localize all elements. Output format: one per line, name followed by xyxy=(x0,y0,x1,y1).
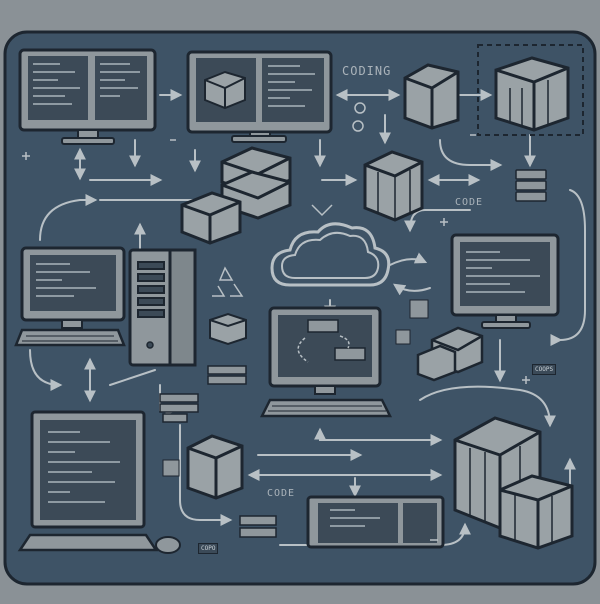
mouse-icon xyxy=(155,536,181,554)
qr-code-icon xyxy=(162,459,180,477)
desktop-monitor-icon xyxy=(18,48,157,145)
arrow-left-box xyxy=(179,424,233,526)
arrow-left-loop xyxy=(29,349,63,391)
keyboard-icon xyxy=(14,328,126,347)
arrow-left-curve xyxy=(39,194,98,241)
clock-icon xyxy=(352,102,366,132)
cube-package-icon xyxy=(416,326,484,382)
coding-label: CODING xyxy=(342,64,392,78)
desktop-monitor-icon xyxy=(268,306,382,395)
arrow-curve-bottom-right xyxy=(419,385,556,428)
cube-package-icon xyxy=(453,416,574,550)
tag-stack-center-left xyxy=(159,365,247,423)
qr-code-icon xyxy=(395,299,429,345)
code-label-bottom: CODE xyxy=(267,488,296,499)
badge-right: COOPS xyxy=(532,364,557,375)
arrow-right-curve-down xyxy=(439,139,503,171)
desktop-monitor-icon xyxy=(186,50,333,143)
cube-package-icon xyxy=(363,150,424,222)
dashed-group-frame xyxy=(477,44,584,136)
cube-package-icon xyxy=(209,312,247,346)
desktop-monitor-icon xyxy=(20,246,126,329)
cube-package-icon xyxy=(180,146,292,245)
tag-stack-top-right xyxy=(515,169,547,202)
cube-package-icon xyxy=(494,56,570,132)
server-tower-icon xyxy=(128,248,197,367)
arrow-loop-right xyxy=(557,189,586,346)
decorative-marks xyxy=(22,134,530,541)
code-label-right: CODE xyxy=(455,197,484,208)
cube-package-icon xyxy=(186,434,244,500)
arrow-cloud-right xyxy=(389,252,428,266)
laptop-icon xyxy=(17,410,159,552)
arrow-cloud-right-2 xyxy=(393,283,431,296)
cloud-icon xyxy=(270,222,391,287)
tag-stack-bottom xyxy=(239,515,277,538)
keyboard-icon xyxy=(259,398,393,418)
desktop-monitor-icon xyxy=(450,233,560,329)
arrow-center-down xyxy=(404,209,471,233)
arrow-to-tag xyxy=(109,369,156,386)
cube-package-icon xyxy=(403,63,460,130)
recycle-icon xyxy=(212,266,244,297)
badge-bottom: COPO xyxy=(198,543,219,554)
laptop-icon xyxy=(306,495,445,549)
connector-lines xyxy=(29,89,586,546)
arrow-box-bottom xyxy=(314,427,443,446)
